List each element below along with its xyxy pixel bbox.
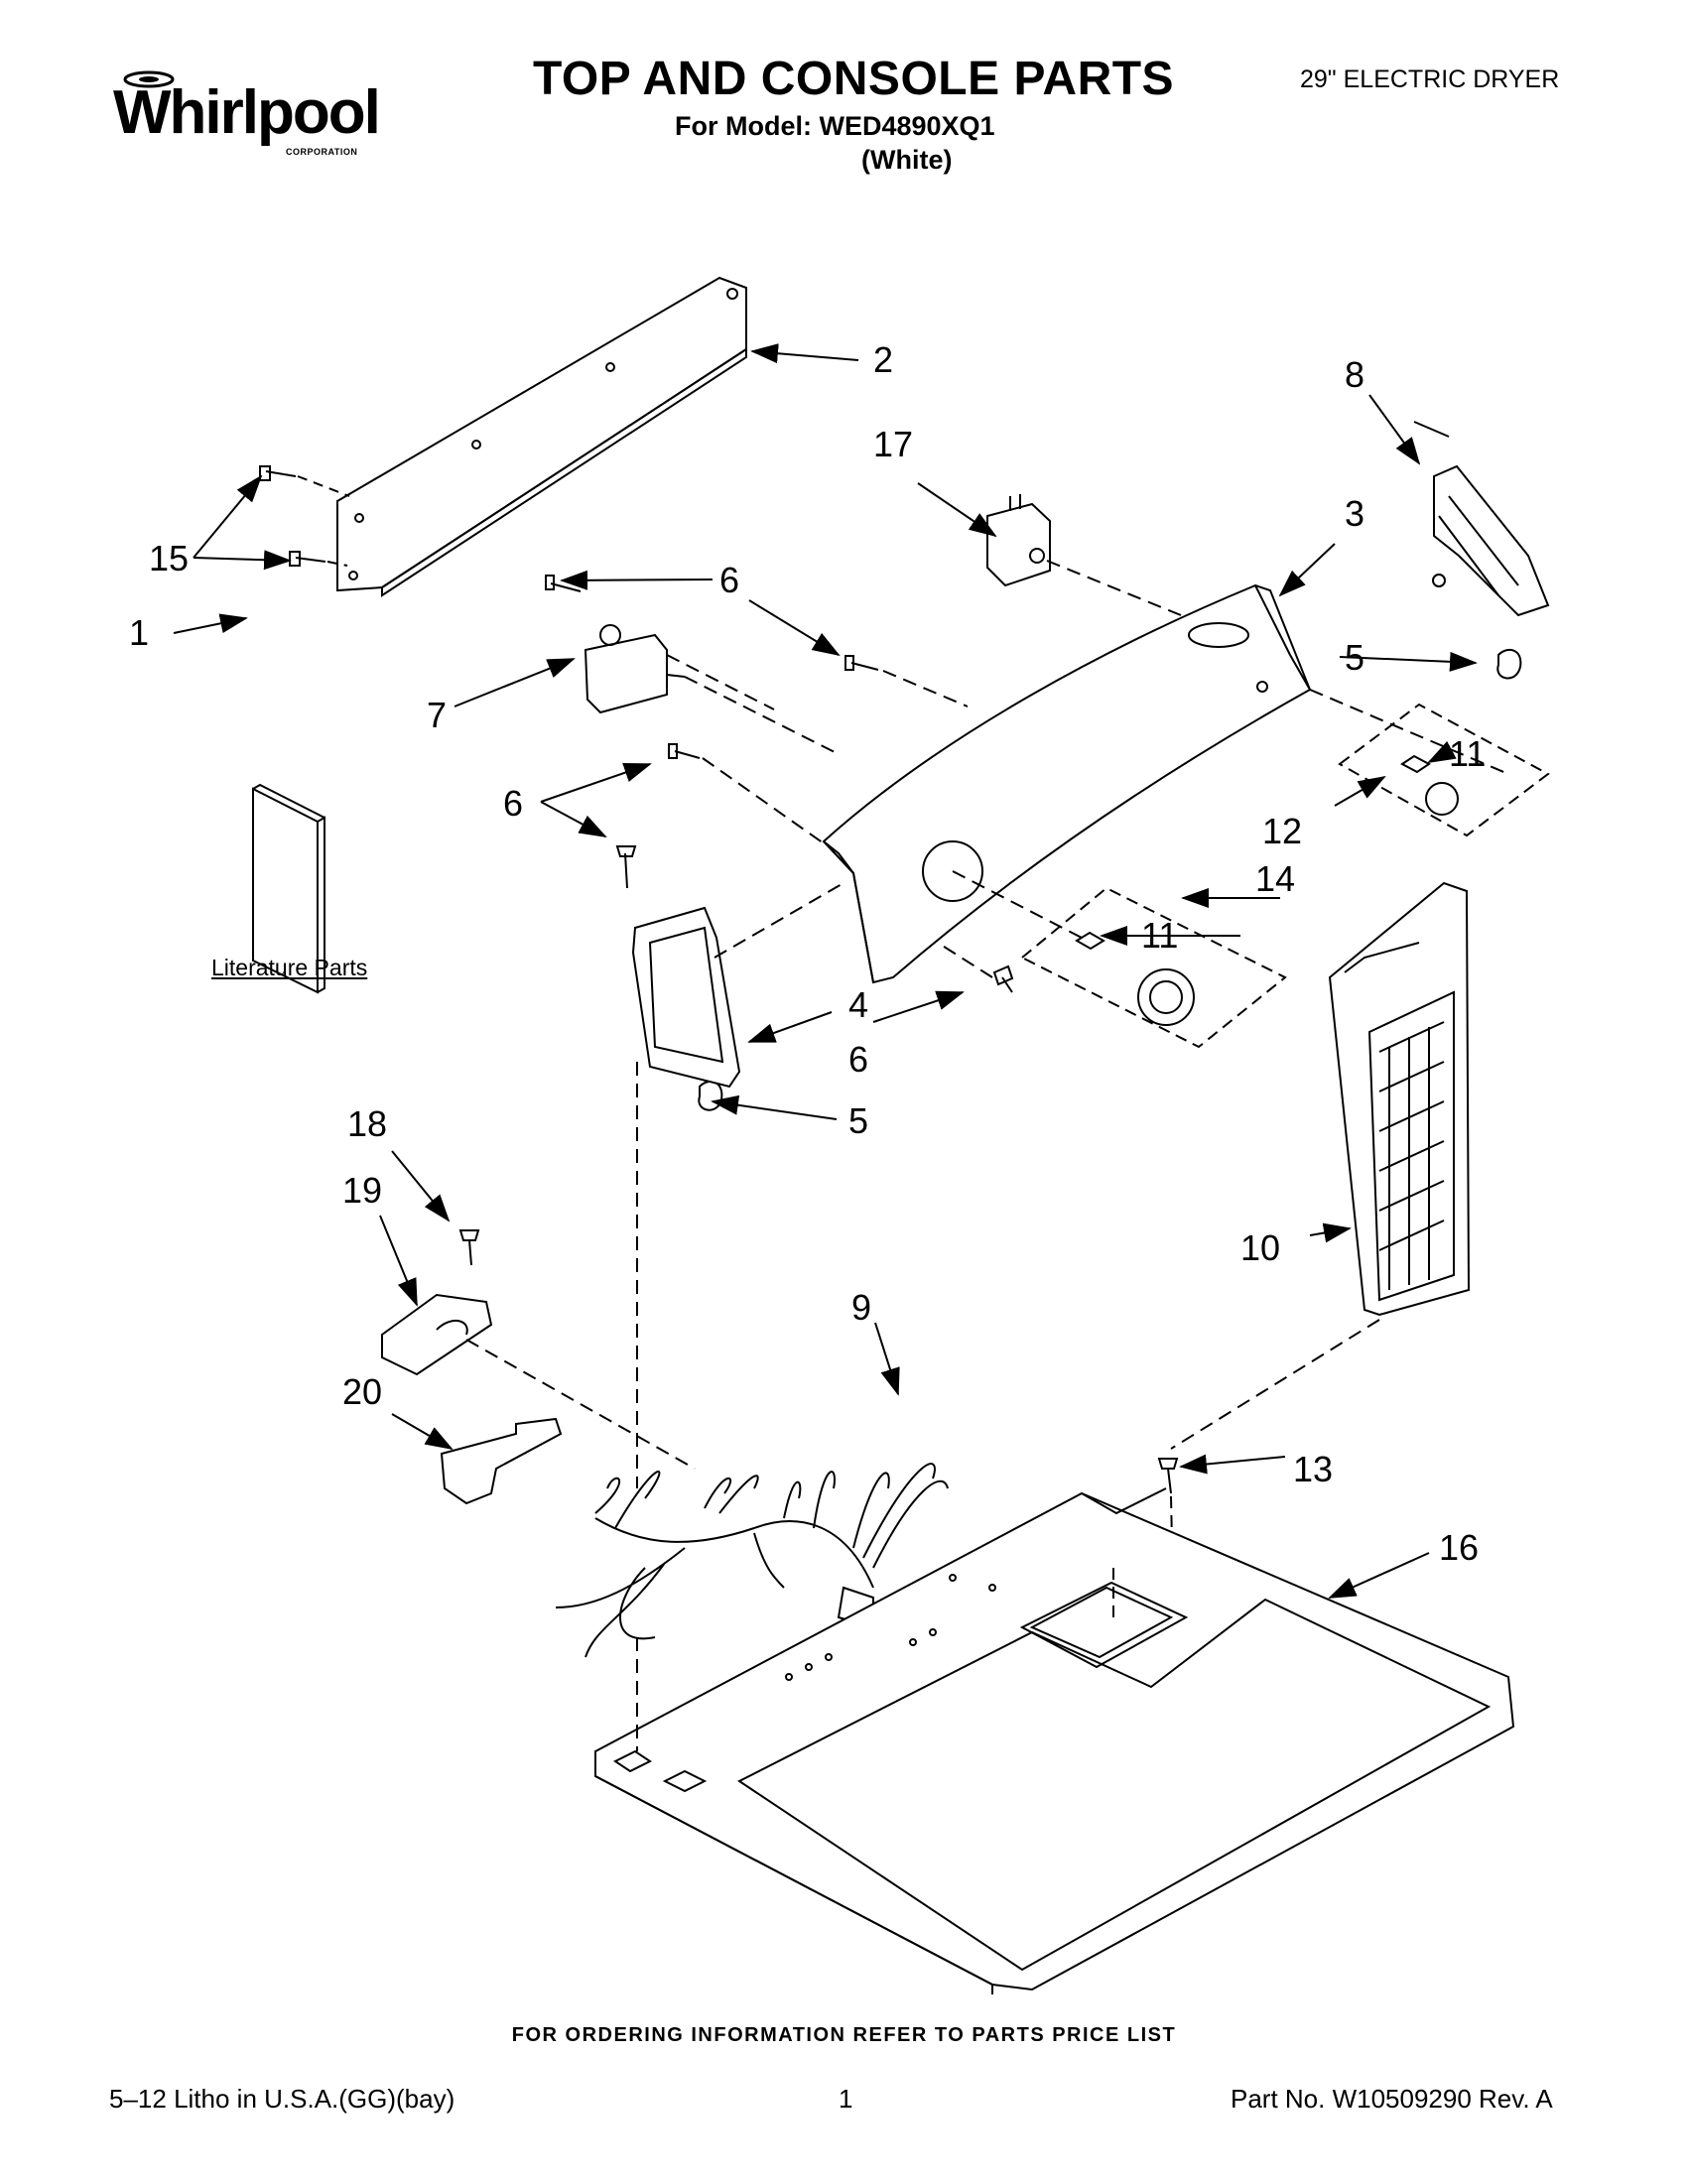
callout-17: 17 [873, 424, 913, 464]
callout-2: 2 [873, 339, 893, 380]
part-15-screws [259, 465, 350, 567]
callout-16: 16 [1439, 1527, 1479, 1568]
callout-6b: 6 [503, 783, 523, 824]
part-8-bracket [1432, 464, 1550, 617]
part-19-bracket [381, 1293, 696, 1470]
part-18-screw [458, 1229, 480, 1266]
model-color: (White) [861, 145, 953, 175]
page-number: 1 [839, 2084, 853, 2114]
part-10-lint-screen [1170, 881, 1471, 1450]
callout-13: 13 [1293, 1449, 1333, 1489]
model-number: For Model: WED4890XQ1 [675, 111, 995, 141]
callout-6a: 6 [719, 560, 739, 600]
page-title: TOP AND CONSOLE PARTS [532, 53, 1175, 105]
part-1-literature [252, 783, 325, 994]
callout-14: 14 [1255, 858, 1295, 899]
callout-7: 7 [427, 695, 447, 735]
callout-9: 9 [851, 1287, 871, 1328]
callout-18: 18 [347, 1103, 387, 1144]
part-3-console [822, 583, 1509, 984]
part-14-knob-kit [1020, 886, 1287, 1049]
brand-subtext: CORPORATION [286, 147, 358, 157]
callout-12: 12 [1262, 811, 1302, 851]
part-number: Part No. W10509290 Rev. A [1231, 2084, 1553, 2114]
part-2-rear-panel [336, 276, 747, 597]
callout-11a: 11 [1449, 733, 1486, 774]
part-12-knob-kit [1338, 703, 1550, 837]
callout-11b: 11 [1141, 915, 1178, 956]
callout-5a: 5 [1345, 637, 1364, 678]
callout-10: 10 [1240, 1227, 1280, 1268]
callout-20: 20 [342, 1371, 382, 1412]
part-6-screws [545, 575, 1014, 993]
callout-leaders [173, 343, 1478, 1599]
ordering-info: FOR ORDERING INFORMATION REFER TO PARTS … [511, 2024, 1177, 2046]
part-17-module [986, 494, 1182, 616]
part-7-timer [584, 624, 840, 755]
part-16-top-panel [594, 1487, 1515, 1994]
callout-5b: 5 [848, 1100, 868, 1141]
callout-numbers: 1 2 3 4 5 5 6 6 6 7 8 9 10 11 11 12 13 1… [129, 339, 1486, 1568]
logo-swirl [123, 70, 175, 88]
part-20-shield [440, 1417, 563, 1505]
literature-parts-label: Literature Parts [211, 955, 368, 980]
brand-logo: Whirlpool CORPORATION [109, 62, 381, 171]
callout-3: 3 [1345, 493, 1364, 534]
part-4-end-cap [631, 882, 844, 1488]
callout-6c: 6 [848, 1039, 868, 1080]
callout-19: 19 [342, 1170, 382, 1211]
callout-4: 4 [848, 984, 868, 1025]
litho-info: 5–12 Litho in U.S.A.(GG)(bay) [109, 2084, 455, 2114]
callout-15: 15 [149, 538, 189, 578]
callout-8: 8 [1345, 354, 1364, 395]
product-type: 29" ELECTRIC DRYER [1300, 65, 1560, 93]
callout-1: 1 [129, 612, 149, 653]
brand-wordmark: Whirlpool [113, 78, 381, 147]
